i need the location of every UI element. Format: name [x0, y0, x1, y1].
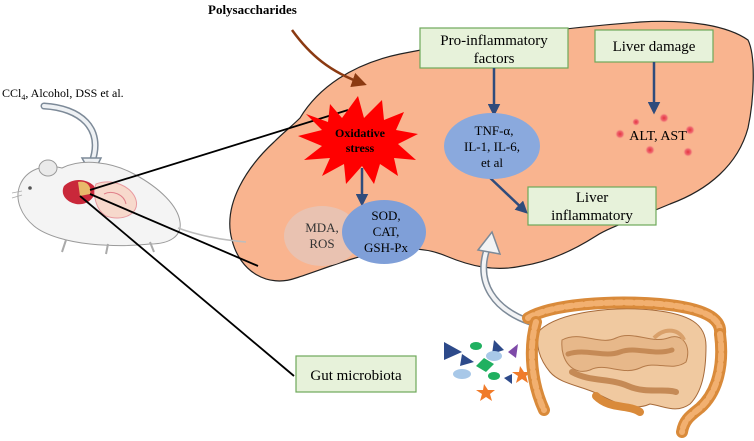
gut-to-liver-arrowhead: [476, 230, 502, 255]
inducers-arrow: [40, 102, 99, 166]
polysaccharides-label: Polysaccharides: [208, 2, 297, 17]
oxidative-line1: Oxidative: [335, 126, 386, 140]
sod-cat-ellipse: SOD, CAT, GSH-Px: [342, 200, 426, 264]
mda-ros-ellipse: MDA, ROS: [284, 206, 360, 266]
liver-damage-box: Liver damage: [594, 29, 714, 63]
liver-inflammatory-box: Liver inflammatory: [527, 186, 657, 226]
liver-inflammatory-line1: Liver: [576, 190, 608, 206]
mouse-illustration: [11, 159, 247, 255]
inducers-label: CCl4, Alcohol, DSS et al.: [2, 86, 124, 102]
cytokines-line1: TNF-α,: [475, 123, 514, 138]
oxidative-line2: stress: [346, 141, 375, 155]
connector-to-liver-top: [89, 109, 349, 191]
sod-line2: CAT,: [373, 224, 400, 239]
cytokines-ellipse: TNF-α, IL-1, IL-6, et al: [444, 113, 540, 179]
inducers-arrow-inner: [42, 104, 98, 164]
mda-line1: MDA,: [305, 220, 339, 235]
intestine-illustration: [522, 296, 728, 438]
gut-microbiota-label: Gut microbiota: [310, 368, 402, 384]
pro-inflammatory-line2: factors: [474, 51, 515, 67]
pro-inflammatory-line1: Pro-inflammatory: [440, 33, 548, 49]
liver-inflammatory-line2: inflammatory: [551, 208, 633, 224]
gut-microbiota-box: Gut microbiota: [295, 355, 417, 393]
polysaccharides-arrow: [290, 29, 367, 88]
pro-inflammatory-box: Pro-inflammatory factors: [419, 27, 569, 69]
sod-line3: GSH-Px: [364, 240, 409, 255]
gut-to-liver-arrow-inner: [481, 244, 532, 324]
oxidative-stress-burst: Oxidative stress: [298, 96, 418, 184]
enzyme-dots: [615, 113, 695, 157]
mda-line2: ROS: [309, 236, 334, 251]
arrow-cytokines-to-inflammatory: [485, 173, 528, 214]
cytokines-line3: et al: [481, 155, 503, 170]
microbiota-shapes: [444, 340, 531, 401]
connector-to-liver-bottom: [89, 193, 259, 267]
cytokines-line2: IL-1, IL-6,: [464, 139, 520, 154]
liver-damage-label: Liver damage: [613, 39, 696, 55]
alt-ast-label: ALT, AST: [629, 129, 687, 144]
connector-to-gut: [79, 195, 295, 377]
sod-line1: SOD,: [371, 208, 400, 223]
